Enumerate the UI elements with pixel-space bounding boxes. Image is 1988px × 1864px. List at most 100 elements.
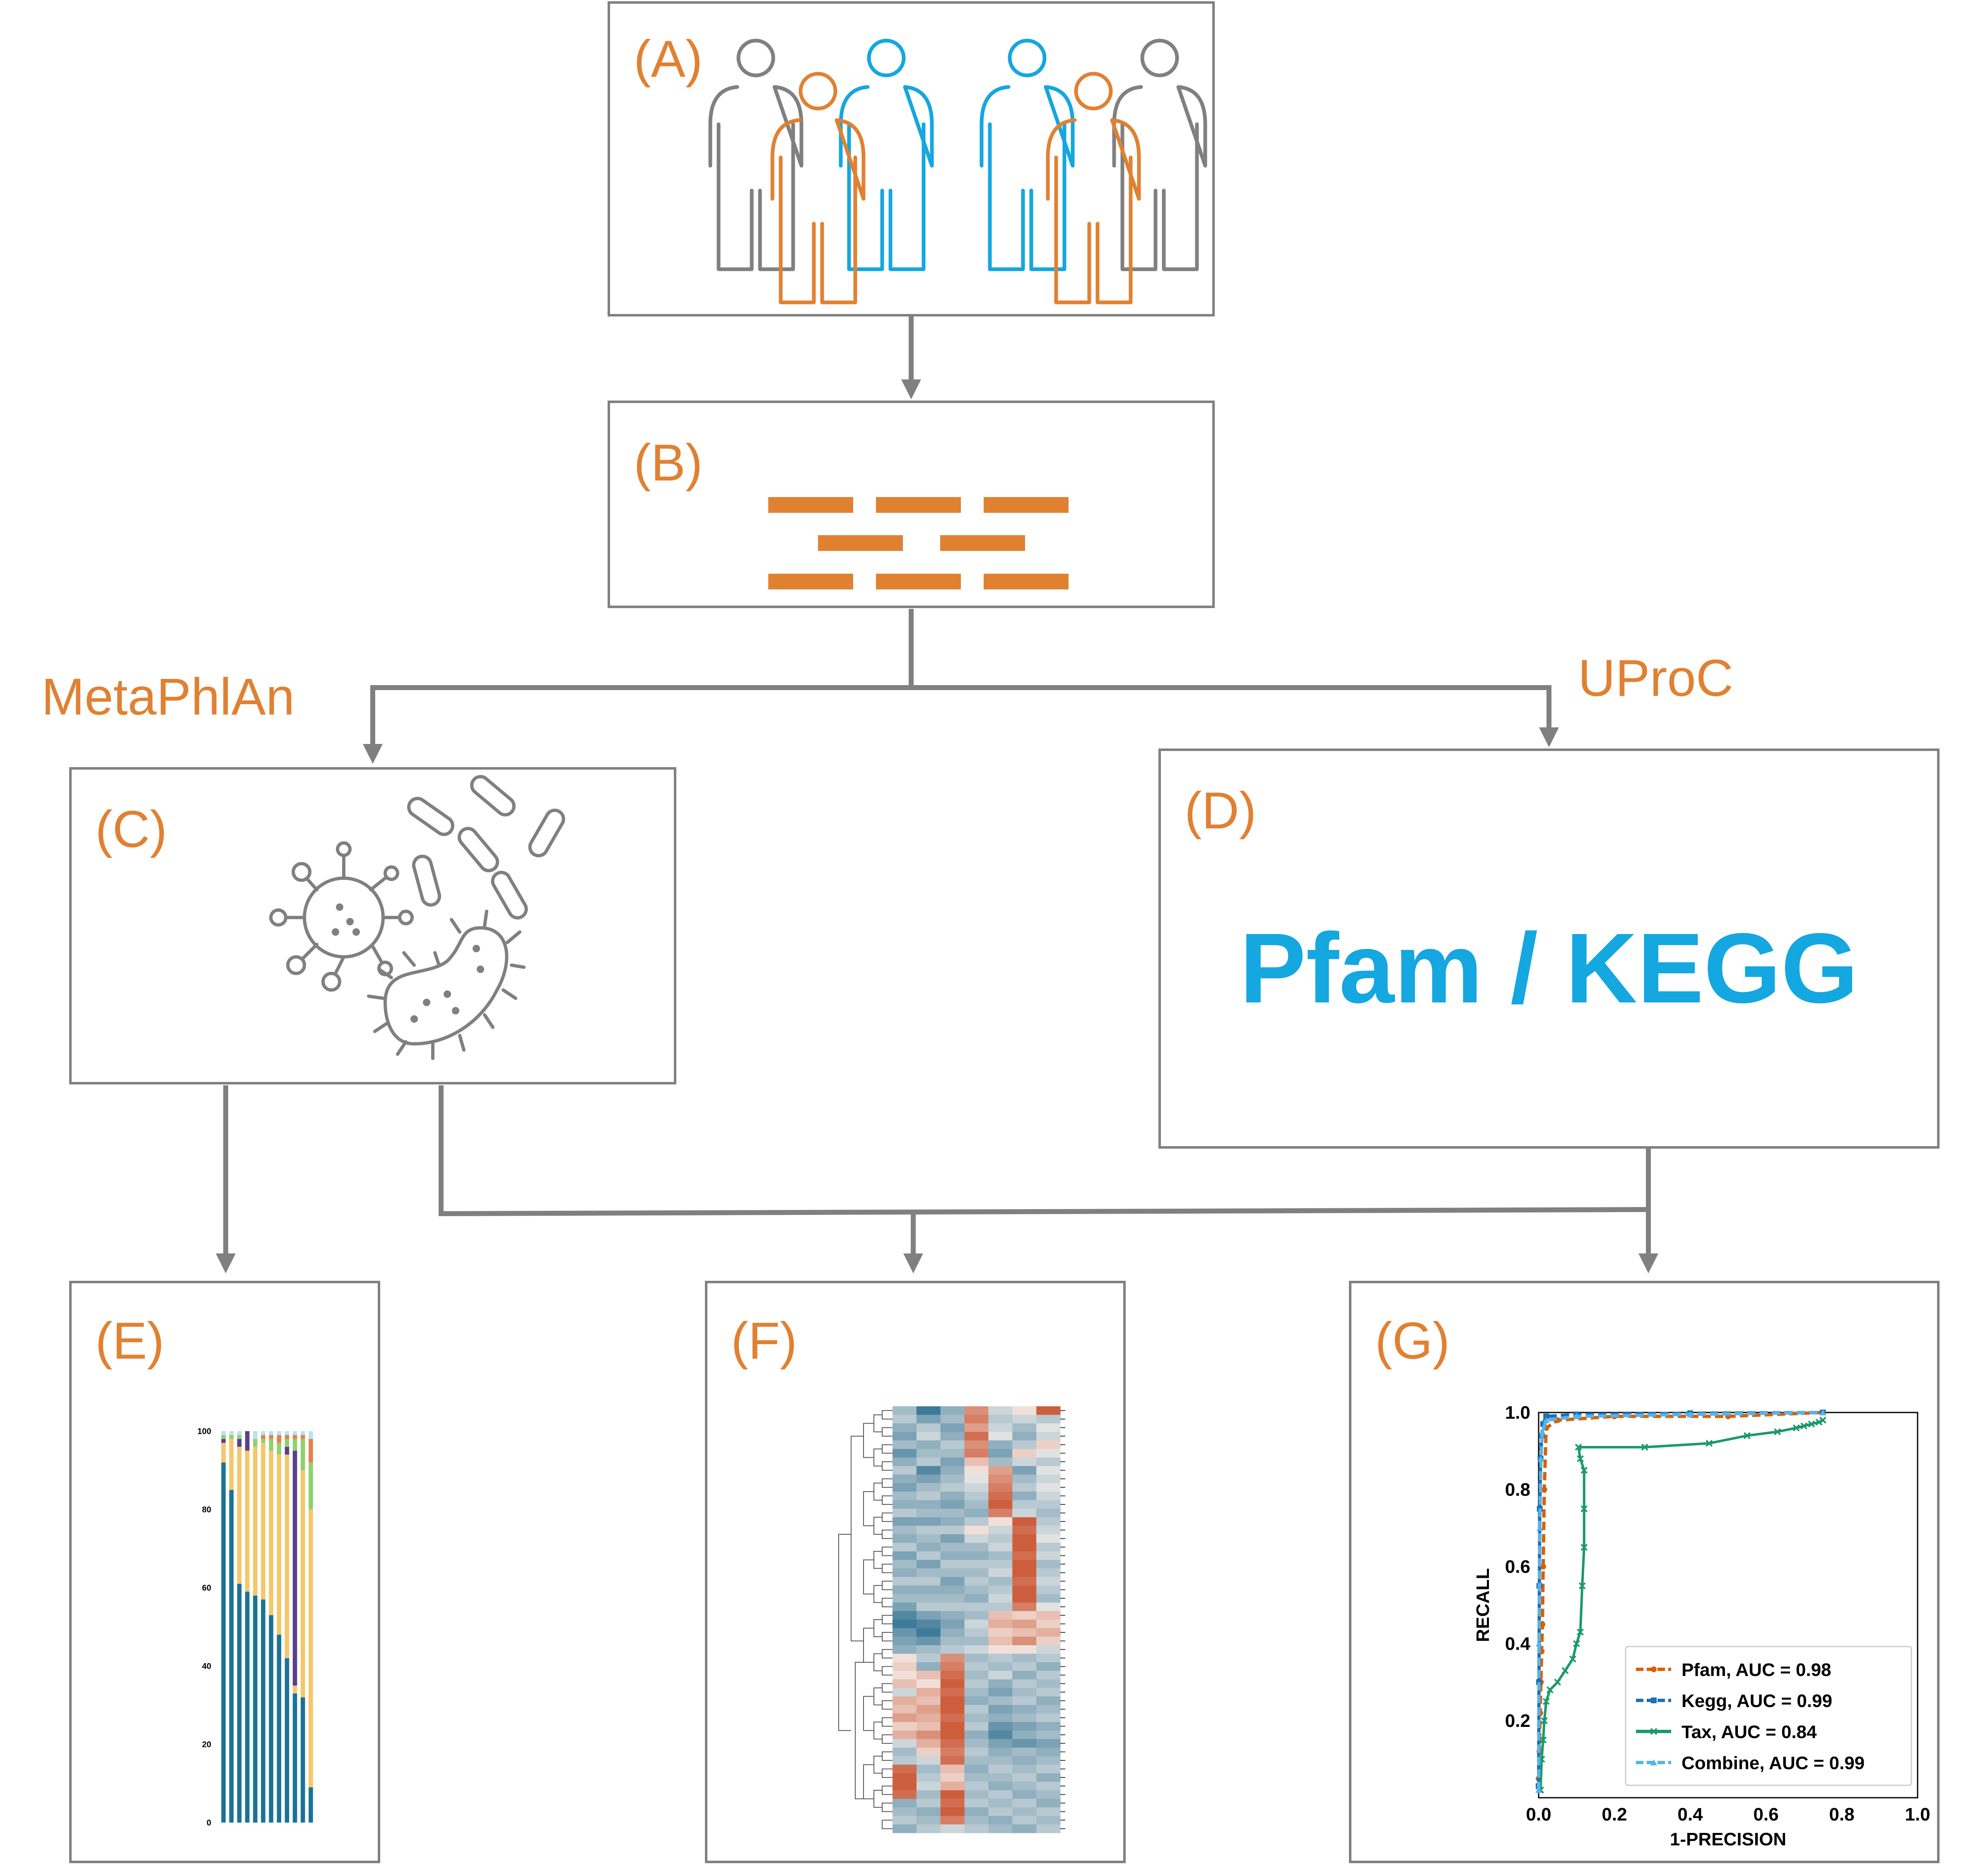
heatmap-cell (940, 1449, 965, 1458)
heatmap-cell (940, 1773, 965, 1782)
heatmap-cell (988, 1773, 1013, 1782)
heatmap-cell (940, 1628, 965, 1637)
heatmap-cell (940, 1474, 965, 1483)
heatmap-cell (893, 1637, 917, 1646)
heatmap-cell (893, 1662, 917, 1671)
heatmap-cell (988, 1688, 1013, 1697)
heatmap-cell (940, 1713, 965, 1722)
bar-segment (269, 1451, 273, 1615)
heatmap-cell (1012, 1790, 1037, 1799)
heatmap-cell (916, 1594, 941, 1603)
heatmap-cell (1036, 1611, 1061, 1620)
bar-segment (245, 1591, 250, 1823)
bar-segment (285, 1435, 290, 1439)
heatmap-cell (988, 1628, 1013, 1637)
data-point (1800, 1422, 1807, 1429)
heatmap-cell (940, 1560, 965, 1569)
bar-segment (245, 1451, 250, 1592)
data-point (1542, 1698, 1550, 1705)
y-tick-label: 20 (202, 1740, 211, 1749)
heatmap-cell (988, 1500, 1013, 1509)
metaphlan-label: MetaPhlAn (41, 668, 294, 726)
heatmap-cell (893, 1713, 917, 1722)
heatmap-cell (893, 1432, 917, 1441)
flow-connectors (216, 315, 1658, 1273)
heatmap-cell (916, 1440, 941, 1449)
heatmap-cell (1012, 1560, 1037, 1569)
heatmap-cell (1012, 1824, 1037, 1833)
heatmap-cell (940, 1509, 965, 1518)
heatmap-cell (916, 1671, 941, 1680)
heatmap-cell (893, 1816, 917, 1825)
heatmap-cell (893, 1602, 917, 1611)
heatmap-cell (916, 1500, 941, 1509)
heatmap-cell (964, 1423, 989, 1432)
heatmap-cell (988, 1585, 1013, 1594)
heatmap-cell (988, 1730, 1013, 1739)
heatmap-cell (916, 1662, 941, 1671)
bar-segment (277, 1443, 282, 1455)
panel-e-label: (E) (95, 1312, 164, 1370)
heatmap-cell (893, 1654, 917, 1663)
data-point (1539, 1428, 1546, 1435)
heatmap-cell (1036, 1509, 1061, 1518)
heatmap-cell (1012, 1509, 1037, 1518)
heatmap-cell (1036, 1526, 1061, 1535)
heatmap-cell (893, 1705, 917, 1714)
data-point (1575, 1444, 1582, 1451)
data-point (1580, 1544, 1588, 1551)
heatmap-cell (1036, 1696, 1061, 1705)
dendrogram (838, 1410, 893, 1829)
heatmap-cell (940, 1799, 965, 1808)
heatmap-cell (940, 1585, 965, 1594)
y-axis-label: RECALL (1473, 1568, 1493, 1642)
heatmap-cell (1012, 1696, 1037, 1705)
heatmap-cell (1012, 1620, 1037, 1629)
heatmap-cell (916, 1406, 941, 1415)
person-icon (770, 72, 866, 304)
y-tick-label: 1.0 (1505, 1403, 1530, 1423)
heatmap-cell (1012, 1773, 1037, 1782)
heatmap-cell (964, 1551, 989, 1560)
heatmap-cell (940, 1816, 965, 1825)
bar-segment (292, 1439, 297, 1451)
heatmap-cell (916, 1457, 941, 1466)
heatmap-cell (916, 1637, 941, 1646)
heatmap-cell (1036, 1773, 1061, 1782)
bar-segment (269, 1431, 273, 1435)
heatmap-cell (916, 1807, 941, 1816)
data-point (1580, 1505, 1588, 1512)
heatmap-cell (916, 1679, 941, 1688)
bar-segment (300, 1439, 305, 1470)
heatmap-cell (988, 1466, 1013, 1475)
panel-d-label: (D) (1185, 782, 1257, 840)
heatmap-cell (1036, 1440, 1061, 1449)
heatmap-cell (916, 1585, 941, 1594)
person-icon (980, 39, 1075, 271)
heatmap-cell (988, 1449, 1013, 1458)
heatmap-cell (916, 1748, 941, 1757)
heatmap-cell (964, 1577, 989, 1586)
bar-segment (300, 1431, 305, 1435)
heatmap-cell (940, 1662, 965, 1671)
bar-segment (309, 1509, 313, 1787)
bar-segment (292, 1431, 297, 1435)
heatmap-cell (988, 1824, 1013, 1833)
heatmap-cell (1036, 1637, 1061, 1646)
x-axis-label: 1-PRECISION (1670, 1829, 1786, 1850)
heatmap-cell (916, 1824, 941, 1833)
heatmap-cell (1036, 1824, 1061, 1833)
bar-segment (261, 1599, 265, 1823)
heatmap-cell (893, 1679, 917, 1688)
bar-segment (221, 1443, 226, 1463)
heatmap-cell (1036, 1756, 1061, 1765)
heatmap-cell (1012, 1645, 1037, 1654)
heatmap-cell (1012, 1730, 1037, 1739)
heatmap-cell (988, 1765, 1013, 1774)
heatmap-cell (964, 1628, 989, 1637)
heatmap-cell (893, 1440, 917, 1449)
heatmap-cell (1036, 1500, 1061, 1509)
legend-item: Kegg, AUC = 0.99 (1636, 1691, 1832, 1711)
heatmap-cell (916, 1611, 941, 1620)
